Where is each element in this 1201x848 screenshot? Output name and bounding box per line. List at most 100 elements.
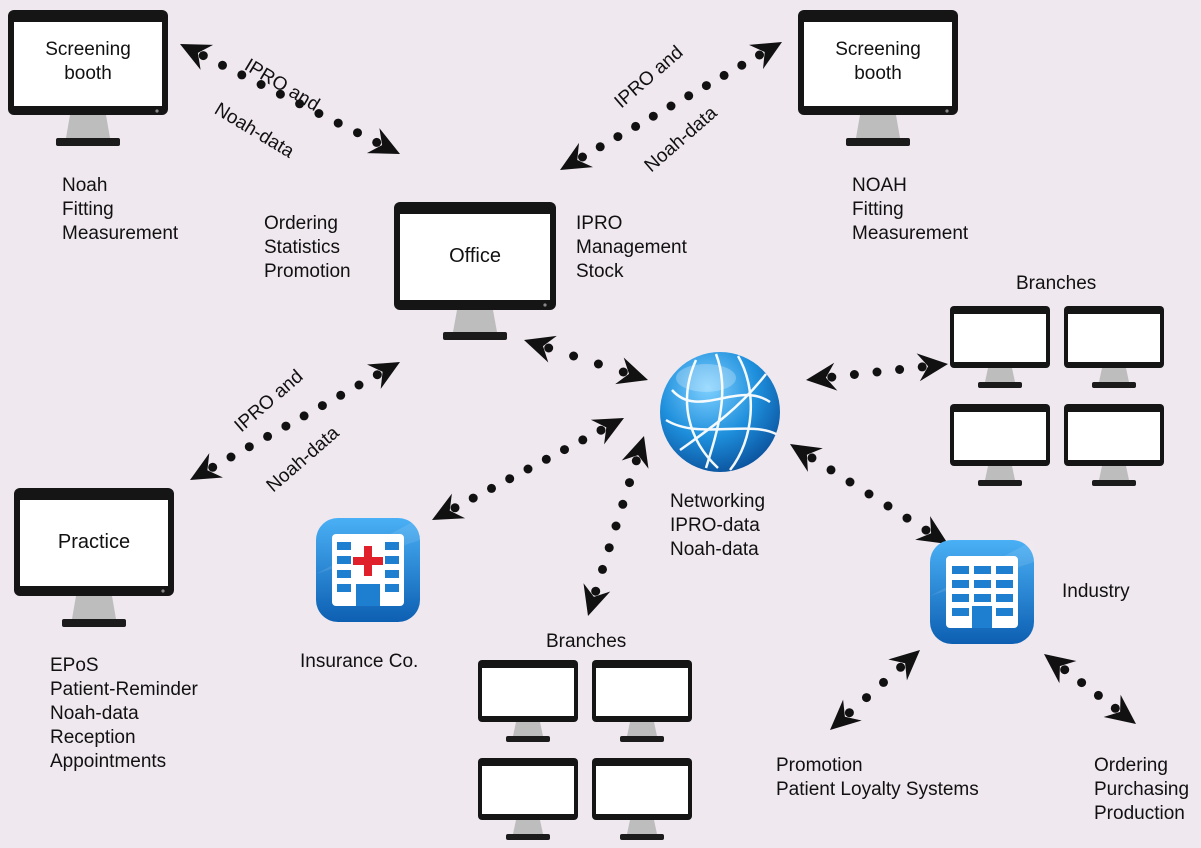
arrow-head-icon (1044, 654, 1077, 684)
connector-dot (523, 464, 533, 474)
connector-dot (353, 128, 362, 138)
label-line: Networking (670, 491, 766, 512)
arrow-head-icon (806, 362, 838, 391)
branches-right-title: Branches (1016, 273, 1097, 294)
connector-dot (281, 421, 291, 431)
connector-dot (1093, 690, 1103, 700)
connector-dot (505, 474, 515, 484)
label-line: Management (576, 237, 687, 258)
connector-dot (226, 452, 236, 462)
connector-dot (902, 513, 912, 523)
small-monitor-icon (592, 758, 692, 840)
connector-dot (1110, 703, 1120, 713)
connector-dot (755, 50, 764, 60)
label-line: Measurement (62, 223, 179, 244)
connector-office-network (544, 343, 628, 377)
connector-dot (666, 101, 676, 111)
connector-dot (807, 453, 817, 463)
connector-dot (872, 367, 882, 377)
label-line: Patient Loyalty Systems (776, 779, 979, 800)
connector-dot (569, 351, 579, 361)
label-line: Ordering (1094, 755, 1168, 776)
branches-bottom-title: Branches (546, 631, 627, 652)
arrow-head-icon (432, 493, 466, 520)
connector-dot (648, 111, 658, 121)
label-line: Appointments (50, 751, 167, 772)
monitor-icon (14, 488, 174, 627)
arrow-head-icon (583, 583, 611, 616)
connector-dot (826, 465, 836, 475)
label-line: Promotion (264, 261, 351, 282)
small-monitor-icon (1064, 404, 1164, 486)
connector-network-branches-bottom (591, 456, 641, 596)
connector-dot (625, 478, 634, 488)
office-title: Office (449, 245, 501, 267)
label-line: IPRO-data (670, 515, 760, 536)
monitor-practice: Practice (14, 488, 174, 636)
connector-dot (450, 503, 460, 513)
arrow-head-icon (915, 516, 948, 544)
connector-dot (333, 118, 343, 128)
branches-right-group (950, 306, 1170, 496)
industry-icon-tile (926, 536, 1038, 648)
connector-booth-left-office (198, 51, 382, 147)
arrow-head-icon (830, 699, 862, 730)
connector-dot (578, 435, 588, 445)
label-line: Production (1094, 803, 1185, 824)
connector-dot (560, 445, 569, 455)
monitor-icon (798, 10, 958, 146)
connector-dot (314, 109, 324, 118)
connector-dot (263, 431, 273, 441)
monitor-office: Office (394, 202, 556, 347)
connector-dot (862, 693, 871, 703)
connector-dot (845, 477, 855, 487)
connector-dot (487, 483, 496, 493)
label-line: Noah-data (670, 539, 759, 560)
arrow-head-icon (749, 42, 782, 70)
label-line: Patient-Reminder (50, 679, 198, 700)
label-line: Ordering (264, 213, 338, 234)
connector-dot (719, 70, 729, 80)
arrow-head-icon (916, 353, 948, 382)
arrow-head-icon (590, 418, 624, 445)
connector-network-branches-right (827, 362, 927, 382)
label-line: Stock (576, 261, 624, 282)
connector-dot (895, 365, 905, 374)
small-monitor-icon (478, 660, 578, 742)
connector-dot (684, 91, 694, 101)
connector-dot (336, 390, 346, 400)
arrow-head-icon (790, 444, 823, 472)
label-line: EPoS (50, 655, 99, 676)
label-line: IPRO (576, 213, 623, 234)
connector-dot (595, 142, 605, 152)
connector-dot (295, 99, 305, 109)
globe-icon (660, 352, 780, 472)
arrow-head-icon (615, 357, 648, 385)
arrow-head-icon (180, 44, 214, 70)
insurance-title: Insurance Co. (300, 651, 419, 672)
connector-dot (618, 499, 628, 509)
arrow-head-icon (524, 335, 557, 363)
connector-dot (578, 152, 587, 162)
building-icon (930, 540, 1034, 644)
arrow-head-icon (621, 436, 649, 469)
connector-dot (354, 380, 364, 390)
connector-dot (244, 442, 254, 452)
label-line: Fitting (852, 199, 904, 220)
arrow-head-icon (190, 453, 223, 480)
connector-dot (849, 370, 859, 379)
connector-dot (317, 401, 327, 411)
connector-dot (1060, 665, 1070, 675)
connector-industry-promotion (844, 662, 906, 718)
label-line: Fitting (62, 199, 114, 220)
label-line: Measurement (852, 223, 969, 244)
